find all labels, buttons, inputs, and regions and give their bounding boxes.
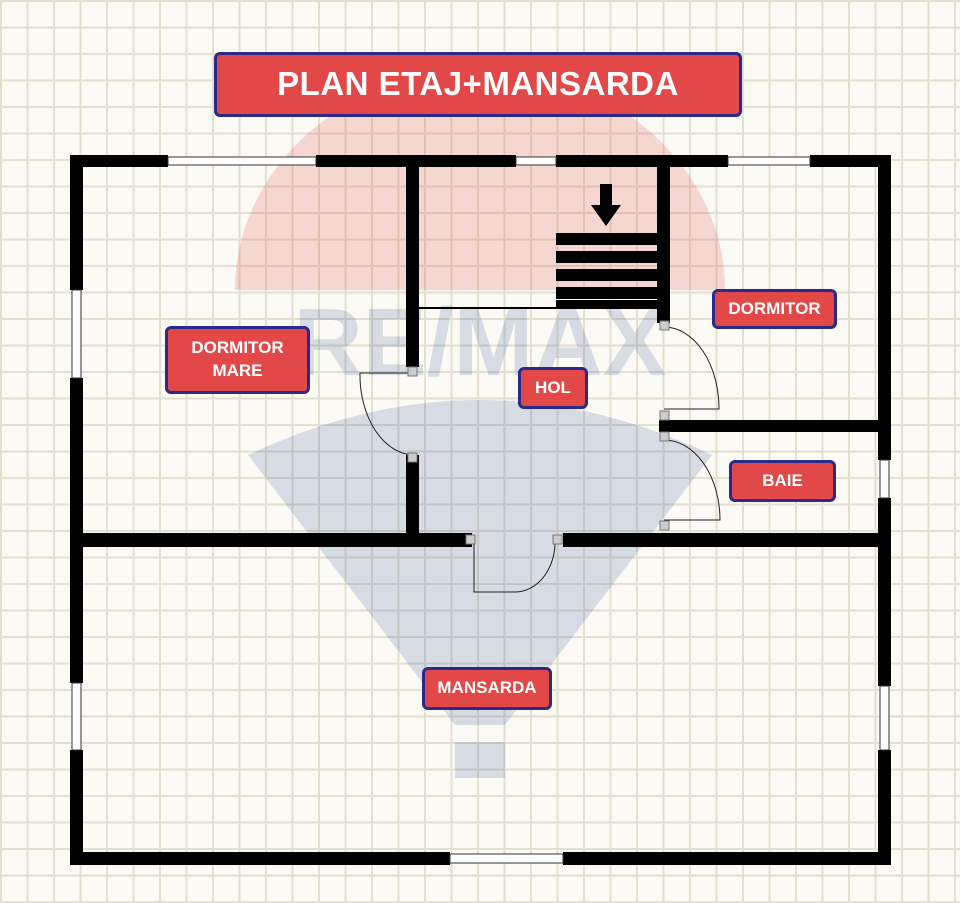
windows <box>71 156 890 864</box>
window-left-upper <box>71 289 82 379</box>
plan-title: PLAN ETAJ+MANSARDA <box>214 52 742 117</box>
stair-down-arrow-icon <box>591 184 621 226</box>
room-label-mansarda: MANSARDA <box>422 667 552 710</box>
stair-step-5 <box>556 300 657 309</box>
wall-horizontal-left <box>70 533 472 547</box>
window-top-right <box>727 156 811 166</box>
wall-right-upper <box>878 155 891 460</box>
wall-top-middle-right <box>556 155 728 167</box>
room-label-dormitor-mare-line2: MARE <box>212 361 263 380</box>
watermark-balloon-bottom <box>248 400 712 725</box>
room-label-dormitor-mare: DORMITOR MARE <box>165 326 310 394</box>
room-label-dormitor-mare-line1: DORMITOR <box>191 338 284 358</box>
door-jambs <box>407 320 670 545</box>
wall-top-right <box>810 155 891 167</box>
room-label-hol: HOL <box>518 367 588 409</box>
stair-step-1 <box>556 233 657 245</box>
door-baie <box>663 439 721 521</box>
wall-left-lower <box>70 750 83 865</box>
wall-bedroom-hall-lower <box>406 455 419 547</box>
window-right-upper <box>879 459 890 499</box>
wall-stair-right <box>657 155 670 323</box>
staircase <box>556 184 657 309</box>
wall-horizontal-right <box>563 533 891 547</box>
stair-landing-line <box>419 307 557 309</box>
stair-step-3 <box>556 269 657 281</box>
window-left-lower <box>71 682 82 751</box>
wall-bottom-left <box>70 852 450 865</box>
wall-bedroom-hall-upper <box>406 155 419 367</box>
wall-right-lower <box>878 750 891 865</box>
room-label-baie: BAIE <box>729 460 836 502</box>
watermark: RE/MAX <box>235 70 725 778</box>
doors <box>359 326 721 593</box>
wall-left-middle <box>70 378 83 683</box>
wall-left-upper <box>70 155 83 290</box>
room-label-dormitor: DORMITOR <box>712 289 837 329</box>
wall-bottom-right <box>563 852 891 865</box>
door-dormitor <box>663 326 720 410</box>
stair-step-4 <box>556 287 657 299</box>
interior-walls <box>70 155 891 547</box>
window-top-left <box>167 156 317 166</box>
watermark-basket <box>455 742 505 778</box>
wall-right-middle <box>878 498 891 686</box>
stair-step-2 <box>556 251 657 263</box>
door-mansarda <box>473 539 556 593</box>
wall-top-left <box>70 155 168 167</box>
wall-bedroom-bath <box>659 420 891 432</box>
window-right-lower <box>879 685 890 751</box>
window-top-middle <box>515 156 557 166</box>
window-bottom <box>449 853 564 864</box>
door-dormitor-mare <box>359 372 414 456</box>
